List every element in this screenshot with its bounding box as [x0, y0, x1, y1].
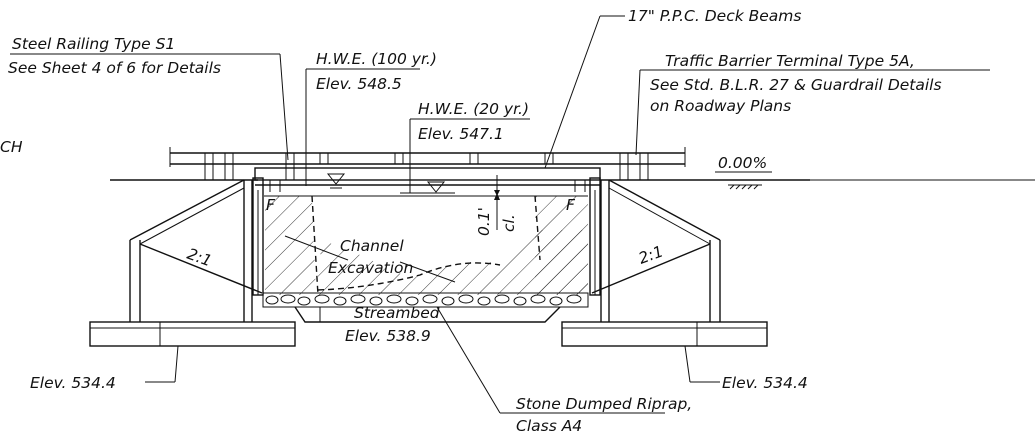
label-streambed-1: Streambed — [354, 304, 440, 322]
left-footing — [89, 321, 296, 347]
label-channel-1: Channel — [340, 237, 404, 255]
label-barrier-1: Traffic Barrier Terminal Type 5A, — [665, 52, 915, 70]
steel-railing — [169, 147, 686, 180]
left-abutment — [252, 177, 264, 296]
channel-excavation-hatch — [264, 195, 588, 296]
hwe-100-marker — [300, 173, 350, 189]
label-hwe100-2: Elev. 548.5 — [316, 75, 402, 93]
clearance-dimension — [494, 175, 500, 230]
right-abutment — [589, 177, 601, 296]
label-barrier-3: on Roadway Plans — [650, 97, 791, 115]
label-hwe20-1: H.W.E. (20 yr.) — [418, 100, 529, 118]
deck-beams — [254, 167, 601, 192]
label-hwe100-1: H.W.E. (100 yr.) — [316, 50, 437, 68]
label-barrier-2: See Std. B.L.R. 27 & Guardrail Details — [650, 76, 942, 94]
grade-hatch — [728, 184, 762, 190]
label-grade: 0.00% — [718, 154, 767, 172]
label-slope-left: 2:1 — [185, 245, 215, 270]
label-riprap-2: Class A4 — [516, 417, 582, 435]
label-deck-beams: 17" P.P.C. Deck Beams — [628, 7, 801, 25]
label-riprap-1: Stone Dumped Riprap, — [516, 395, 692, 413]
label-steel-railing-2: See Sheet 4 of 6 for Details — [8, 59, 221, 77]
label-streambed-2: Elev. 538.9 — [345, 327, 431, 345]
label-clearance-2: cl. — [500, 214, 518, 232]
label-channel-2: Excavation — [328, 259, 413, 277]
right-wingwall — [591, 179, 721, 322]
label-f-right: F — [566, 196, 576, 214]
label-steel-railing-1: Steel Railing Type S1 — [12, 35, 175, 53]
label-ch-fragment: CH — [0, 138, 23, 156]
right-footing — [561, 321, 768, 347]
left-wingwall — [129, 179, 263, 322]
annotation-labels: Steel Railing Type S1 See Sheet 4 of 6 f… — [0, 7, 942, 435]
label-hwe20-2: Elev. 547.1 — [418, 125, 504, 143]
hwe-20-marker — [400, 181, 455, 197]
leader-lines — [10, 15, 990, 414]
label-f-left: F — [266, 196, 276, 214]
label-elev-right: Elev. 534.4 — [722, 374, 808, 392]
label-clearance-1: 0.1' — [475, 207, 493, 236]
label-elev-left: Elev. 534.4 — [30, 374, 116, 392]
